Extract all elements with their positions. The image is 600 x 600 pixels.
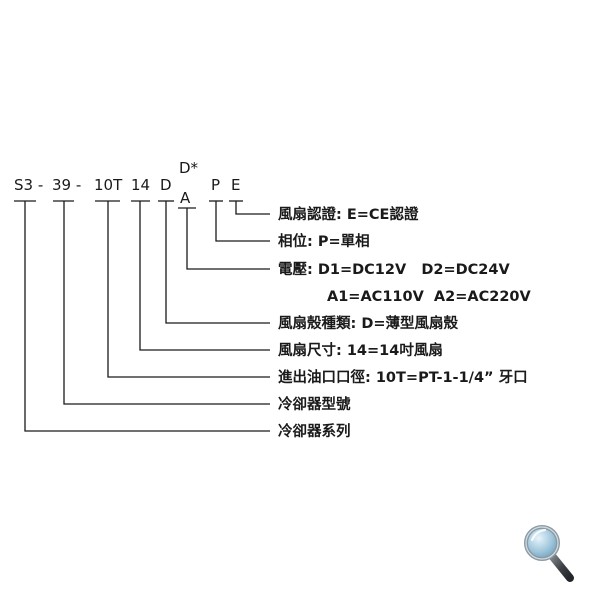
leader-model [63,201,270,405]
leader-port [107,201,270,378]
desc-model: 冷卻器型號 [278,395,351,413]
code-model: 39 - [52,176,81,194]
desc-port: 進出油口口徑: 10T=PT-1-1/4” 牙口 [278,368,528,386]
code-voltage-bottom: A [180,189,191,207]
leader-voltage [186,208,270,270]
leader-phase [215,201,270,242]
leader-cert [235,201,270,215]
desc-size: 風扇尺寸: 14=14吋風扇 [278,341,443,359]
desc-voltage-line1: 電壓: D1=DC12V D2=DC24V [278,261,510,278]
code-size: 14 [131,176,150,194]
leader-size [139,201,270,351]
desc-voltage-line2: A1=AC110V A2=AC220V [327,289,532,305]
desc-phase: 相位: P=單相 [278,232,370,250]
desc-housing: 風扇殼種類: D=薄型風扇殼 [278,314,459,332]
leader-series [24,201,270,432]
leader-housing [165,201,270,324]
zoom-button[interactable] [522,522,578,584]
code-series: S3 - [14,176,43,194]
desc-series: 冷卻器系列 [278,422,351,440]
code-housing: D [160,176,172,194]
code-voltage-top: D* [179,159,199,177]
code-phase: P [211,176,220,194]
code-cert: E [231,176,240,194]
magnifier-icon [524,525,574,582]
code-port: 10T [94,176,123,194]
desc-cert: 風扇認證: E=CE認證 [278,205,419,223]
